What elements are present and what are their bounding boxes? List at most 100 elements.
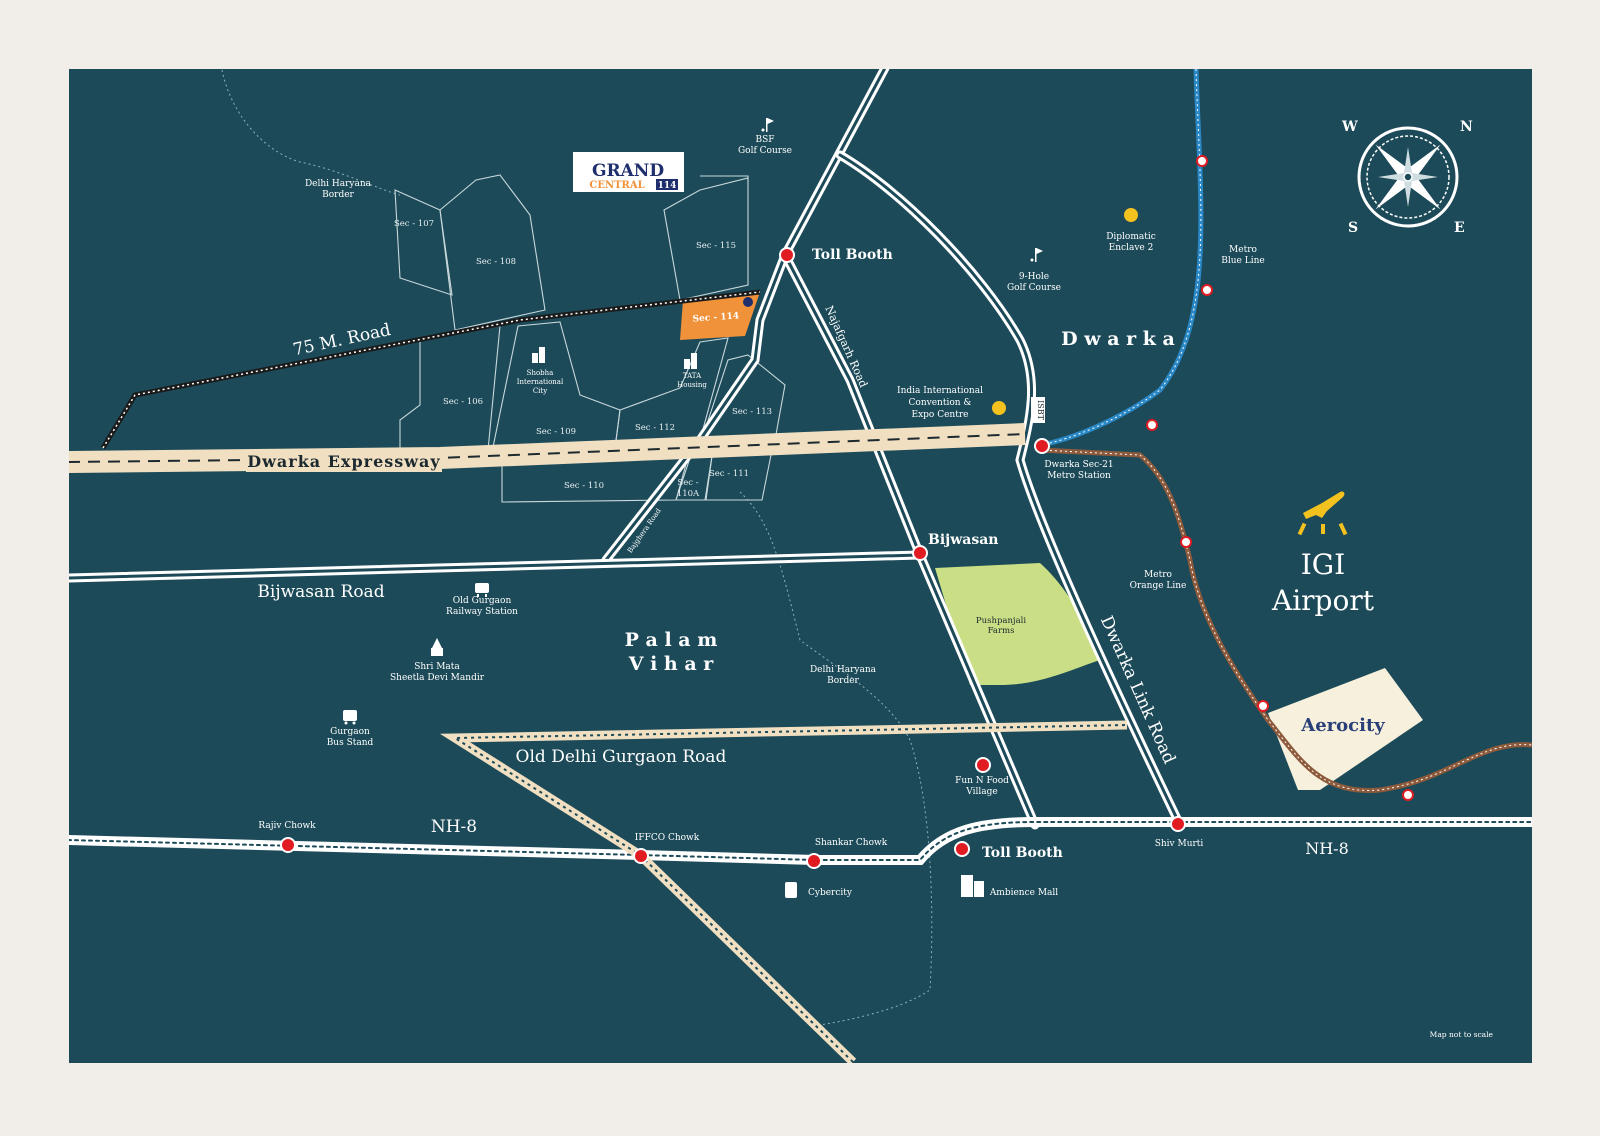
delhi-haryana-border-mid: [739, 491, 933, 1026]
shankar-chowk-label: Shankar Chowk: [815, 838, 888, 848]
roads: [69, 69, 1532, 865]
expressway-label-bg: [246, 450, 442, 472]
tata-label-2: Housing: [677, 381, 707, 389]
compass-n: N: [1460, 119, 1473, 135]
aerocity-label: Aerocity: [1300, 715, 1385, 736]
project-location-dot: [743, 297, 753, 307]
sheetla-label-2: Sheetla Devi Mandir: [390, 673, 485, 683]
compass-s: S: [1348, 220, 1358, 236]
metro-station-symbols: [1146, 155, 1414, 801]
golf-icon: [1030, 248, 1043, 262]
bsf-label-2: Golf Course: [738, 146, 792, 156]
shiv-murti-label: Shiv Murti: [1155, 839, 1204, 849]
sector-labels: Sec - 107 Sec - 108 Sec - 115 Sec - 106 …: [394, 219, 772, 499]
sec-110-label: Sec - 110: [564, 481, 604, 491]
igi-airport-label-2: Airport: [1271, 584, 1375, 617]
iicc-label-3: Expo Centre: [912, 410, 969, 420]
bijwasan-road-label: Bijwasan Road: [257, 582, 384, 602]
old-delhi-gurgaon-road-label: Old Delhi Gurgaon Road: [516, 747, 727, 767]
sec-110a-label-1: Sec -: [677, 478, 698, 488]
delhi-haryana-border-top: [221, 69, 401, 196]
golf9-label-2: Golf Course: [1007, 283, 1061, 293]
svg-text:ISBT: ISBT: [1036, 400, 1045, 421]
fun-n-food-marker: [975, 757, 991, 773]
isbt-sign: ISBT: [1031, 397, 1045, 423]
dwarka21-label-1: Dwarka Sec-21: [1044, 460, 1113, 470]
dh-border-mid-2: Border: [827, 676, 859, 686]
sec-108-label: Sec - 108: [476, 257, 516, 267]
gurgaon-bus-label-1: Gurgaon: [330, 727, 370, 737]
toll-booth-top-marker: [779, 247, 795, 263]
dh-border-top-1: Delhi Haryana: [305, 179, 372, 189]
nh8-left-label: NH-8: [431, 817, 477, 837]
toll-booth-top-label: Toll Booth: [812, 247, 893, 263]
metro-orange-label-1: Metro: [1144, 570, 1172, 580]
golf9-label-1: 9-Hole: [1019, 272, 1049, 282]
rajiv-chowk-marker: [280, 837, 296, 853]
pushpanjali-farms-area: [935, 563, 1100, 685]
aerocity-area: [1268, 668, 1423, 790]
sec-115-label: Sec - 115: [696, 241, 736, 251]
dwarka-expressway-label: Dwarka Expressway: [247, 452, 440, 471]
sheetla-label-1: Shri Mata: [414, 662, 460, 672]
pushpanjali-label-1: Pushpanjali: [976, 616, 1026, 626]
svg-text:CENTRAL: CENTRAL: [589, 180, 644, 191]
gurgaon-bus-label-2: Bus Stand: [327, 738, 374, 748]
grand-central-logo: GRAND CENTRAL 114: [573, 152, 684, 192]
nh8-right-label: NH-8: [1305, 839, 1349, 858]
building-icon: [785, 882, 797, 898]
sec-111-label: Sec - 111: [709, 469, 749, 479]
shobha-label-1: Shobha: [527, 369, 554, 377]
sec-113-label: Sec - 113: [732, 407, 772, 417]
metro-blue-label-2: Blue Line: [1221, 256, 1264, 266]
sector-114-plot: [680, 292, 760, 340]
iffco-chowk-marker: [633, 848, 649, 864]
funnfood-label-1: Fun N Food: [955, 776, 1009, 786]
iicc-label-2: Convention &: [909, 398, 972, 408]
cybercity-label: Cybercity: [808, 888, 853, 898]
sec-106-label: Sec - 106: [443, 397, 483, 407]
location-markers: [280, 247, 1186, 869]
iffco-chowk-label: IFFCO Chowk: [635, 833, 700, 843]
dh-border-mid-1: Delhi Haryana: [810, 665, 877, 675]
bsf-label-1: BSF: [755, 135, 774, 145]
mall-icon: [961, 875, 984, 897]
bijwasan-marker: [912, 545, 928, 561]
map-not-to-scale-note: Map not to scale: [1430, 1030, 1494, 1039]
airplane-icon: [1297, 491, 1348, 536]
svg-text:114: 114: [658, 181, 677, 191]
funnfood-label-2: Village: [965, 787, 997, 797]
toll-booth-bottom-label: Toll Booth: [982, 845, 1063, 861]
compass-rose-icon: N E S W: [1341, 119, 1473, 236]
pushpanjali-label-2: Farms: [988, 626, 1015, 636]
compass-e: E: [1454, 220, 1465, 236]
diplomatic-enclave-marker: [1124, 208, 1138, 222]
diplomatic-label-2: Enclave 2: [1109, 243, 1154, 253]
palam-vihar-label-2: V i h a r: [628, 653, 715, 675]
shobha-label-2: International: [517, 378, 564, 386]
compass-w: W: [1341, 119, 1358, 135]
sec-112-label: Sec - 112: [635, 423, 675, 433]
palam-vihar-label-1: P a l a m: [625, 629, 718, 651]
igi-airport-label-1: IGI: [1301, 548, 1346, 581]
iicc-label-1: India International: [897, 386, 983, 396]
toll-booth-bottom-marker: [954, 841, 970, 857]
shobha-label-3: City: [533, 387, 547, 395]
shankar-chowk-marker: [806, 853, 822, 869]
dwarka-sec21-marker: [1034, 438, 1050, 454]
dwarka21-label-2: Metro Station: [1047, 471, 1111, 481]
metro-orange-label-2: Orange Line: [1130, 581, 1187, 591]
train-icon: [475, 583, 489, 597]
temple-icon: [431, 638, 443, 656]
svg-text:GRAND: GRAND: [592, 161, 664, 181]
sec-107-label: Sec - 107: [394, 219, 434, 229]
building-icon: [684, 353, 697, 369]
diplomatic-label-1: Diplomatic: [1106, 232, 1156, 242]
sec-110a-label-2: 110A: [677, 489, 700, 499]
metro-blue-label-1: Metro: [1229, 245, 1257, 255]
bijwasan-label: Bijwasan: [928, 532, 998, 548]
dwarka-area-label: D w a r k a: [1061, 328, 1175, 350]
bus-icon: [343, 710, 357, 725]
